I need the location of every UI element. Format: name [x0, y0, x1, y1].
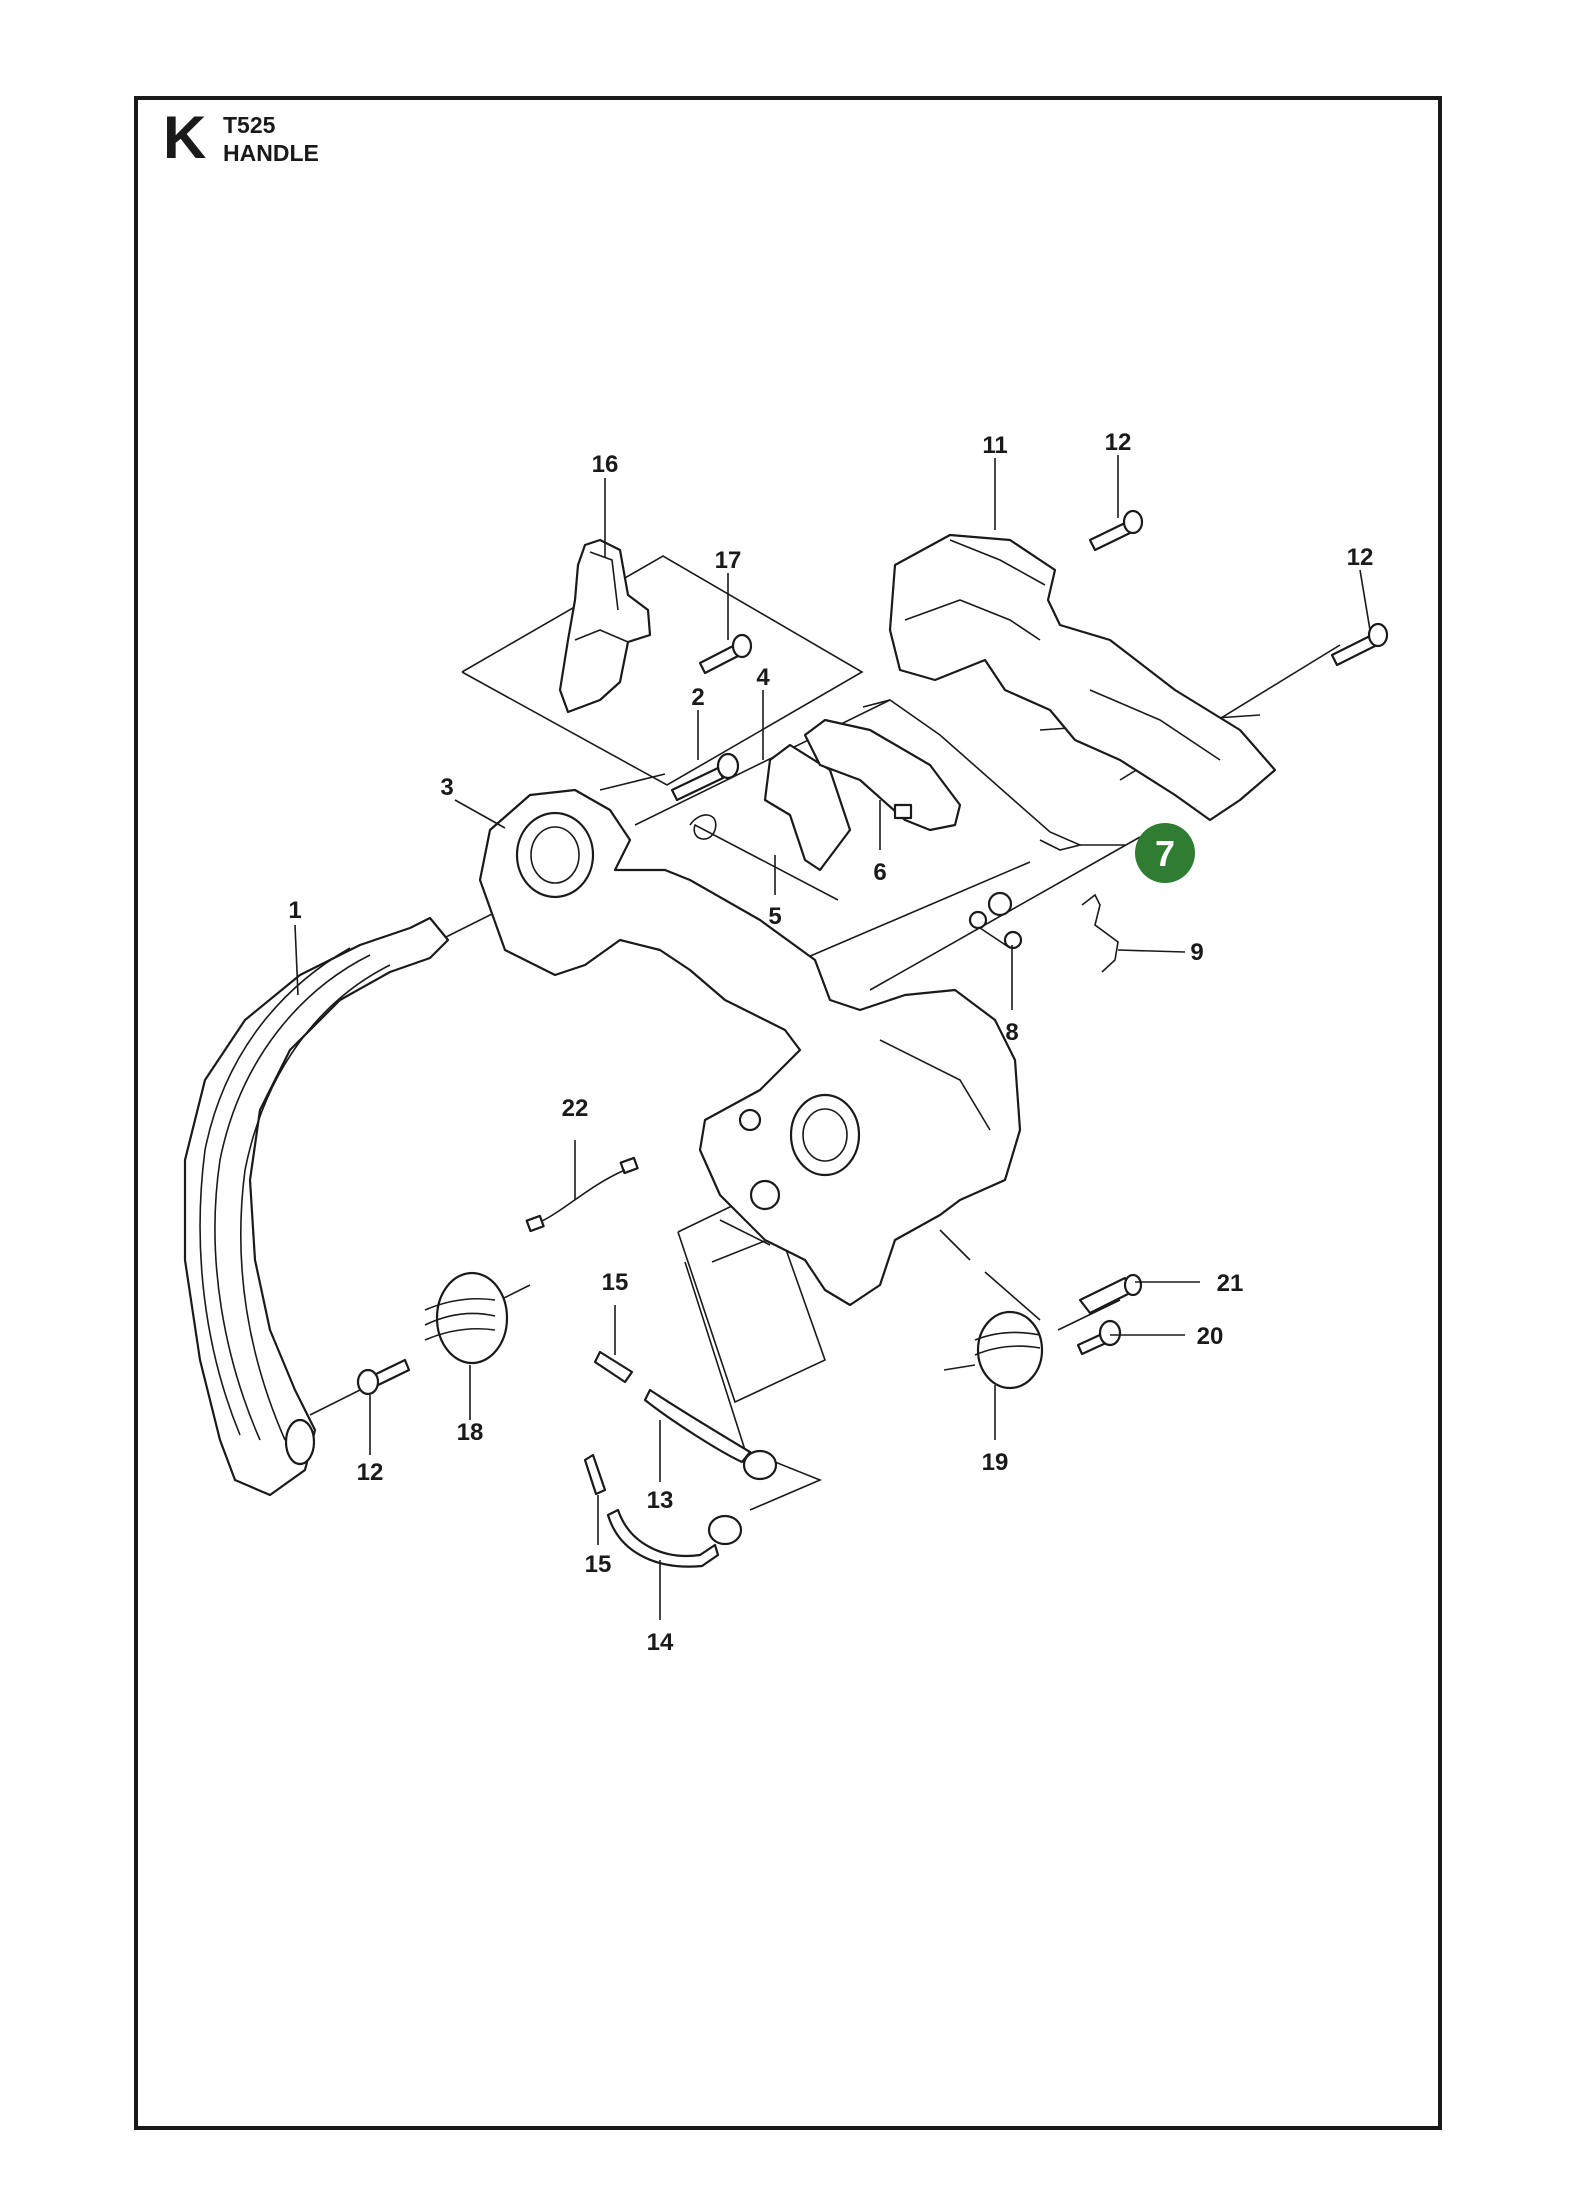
part-21-pin: [1078, 1273, 1143, 1315]
callout-16: 16: [592, 451, 619, 478]
part-20-screw: [1076, 1319, 1122, 1356]
callout-9: 9: [1190, 939, 1203, 966]
callout-7: 7: [1155, 833, 1175, 874]
part-1-front-handle-bar: [183, 916, 450, 1497]
page-frame: [134, 96, 1442, 2130]
callout-13: 13: [647, 1487, 674, 1514]
highlight-badge: [1135, 823, 1195, 883]
part-4-throttle-trigger: [763, 743, 852, 872]
part-15-nipple-upper: [593, 1350, 634, 1384]
callout-18: 18: [457, 1419, 484, 1446]
part-12-screw-right: [1330, 622, 1389, 667]
part-12-screw-top: [1088, 509, 1144, 552]
section-letter: K: [163, 104, 207, 171]
callout-1: 1: [288, 897, 301, 924]
part-6-throttle-lockout: [803, 718, 962, 832]
part-16-throttle-bracket: [558, 538, 652, 714]
part-17-screw: [698, 633, 753, 675]
callout-14: 14: [647, 1629, 674, 1656]
part-8-throttle-link: [968, 891, 1023, 950]
callout-12-right: 12: [1347, 544, 1374, 571]
part-18-av-spring: [424, 1271, 509, 1365]
callout-15-upper: 15: [602, 1269, 629, 1296]
part-19-av-spring: [974, 1310, 1044, 1390]
diagram-title: HANDLE: [223, 140, 319, 166]
callout-6: 6: [873, 859, 886, 886]
part-22-cable: [525, 1156, 639, 1233]
callout-12-left: 12: [357, 1459, 384, 1486]
part-3-handle-body: [478, 788, 1022, 1307]
part-15-nipple-lower: [583, 1453, 607, 1496]
callout-21: 21: [1217, 1270, 1244, 1297]
callout-5: 5: [768, 903, 781, 930]
part-14-impulse-hose: [606, 1508, 743, 1568]
part-12-screw-left: [356, 1358, 411, 1396]
callout-17: 17: [715, 547, 742, 574]
callout-15-lower: 15: [585, 1551, 612, 1578]
callout-8: 8: [1005, 1019, 1018, 1046]
part-2-screw: [670, 752, 740, 802]
model-number: T525: [223, 112, 276, 138]
callout-4: 4: [756, 664, 770, 691]
callout-labels: 16 17 11 12 12 2 4 3 1 5 6 8 9 22 18 12 …: [288, 429, 1373, 1656]
part-9-wire-clip: [1081, 893, 1119, 973]
part-5-spring: [689, 814, 839, 901]
callout-11: 11: [982, 432, 1007, 459]
callout-22: 22: [562, 1095, 589, 1122]
callout-19: 19: [982, 1449, 1009, 1476]
callout-3: 3: [440, 774, 453, 801]
callout-leaders: [294, 455, 1371, 1620]
part-7-throttle-rod: [862, 699, 1083, 851]
part-11-handle-cover: [888, 533, 1277, 822]
highlight-callout-7: 7: [1135, 823, 1195, 883]
callout-12-top: 12: [1105, 429, 1132, 456]
part-13-fuel-hose: [643, 1388, 778, 1481]
callout-2: 2: [691, 684, 704, 711]
callout-20: 20: [1197, 1323, 1224, 1350]
